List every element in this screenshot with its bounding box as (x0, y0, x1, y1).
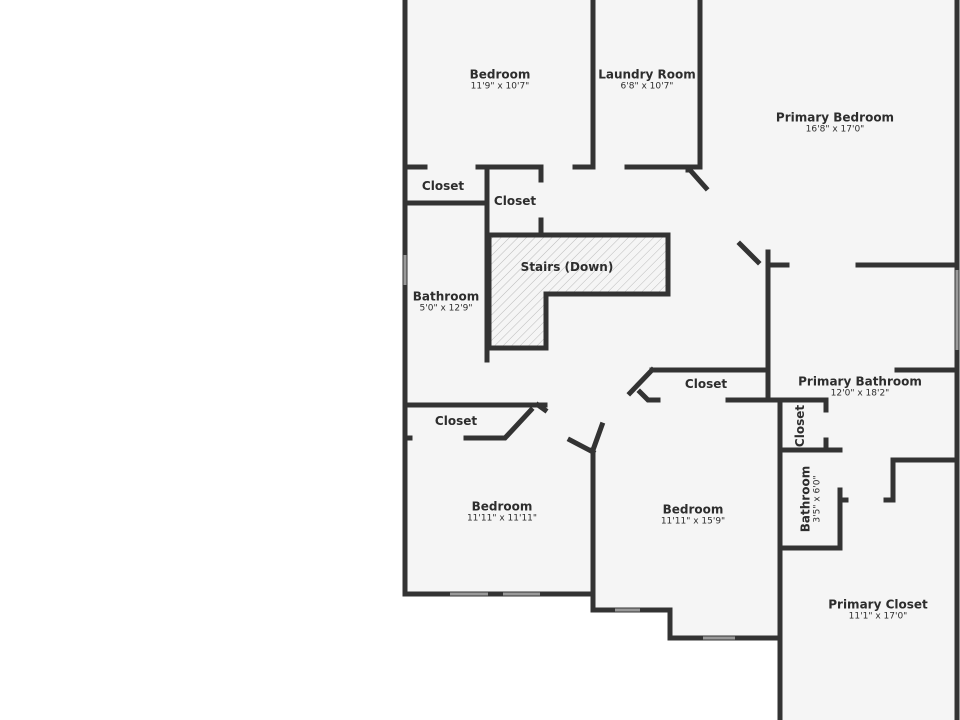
room-dims: 3'5" x 6'0" (812, 475, 823, 523)
room-dims: 5'0" x 12'9" (419, 303, 473, 314)
floor-area (405, 0, 960, 720)
room-dims: 11'11" x 11'11" (466, 513, 538, 524)
room-name: Primary Bathroom (798, 374, 922, 389)
room-name: Stairs (Down) (520, 259, 614, 274)
walls (402, 0, 960, 720)
room-name: Bedroom (662, 502, 724, 517)
room-closet-5: Closet (793, 405, 807, 447)
room-name: Primary Closet (828, 597, 928, 612)
room-name: Closet (684, 376, 728, 391)
room-name: Bedroom (471, 499, 533, 514)
room-closet-1: Closet (422, 179, 464, 193)
room-closet-2: Closet (494, 194, 536, 208)
room-dims: 11'11" x 15'9" (660, 516, 726, 527)
room-name: Bedroom (469, 67, 531, 82)
room-dims: 11'1" x 17'0" (848, 611, 908, 622)
room-name: Closet (493, 193, 537, 208)
room-name: Laundry Room (598, 67, 696, 82)
room-name: Closet (421, 178, 465, 193)
windows (403, 255, 959, 640)
room-name: Closet (434, 413, 478, 428)
room-name: Bathroom (412, 289, 480, 304)
room-closet-3: Closet (435, 414, 477, 428)
room-dims: 16'8" x 17'0" (805, 124, 865, 135)
room-name: Primary Bedroom (775, 110, 895, 125)
room-name: Closet (792, 404, 807, 448)
room-dims: 6'8" x 10'7" (620, 81, 674, 92)
room-closet-4: Closet (685, 377, 727, 391)
room-dims: 12'0" x 18'2" (830, 388, 890, 399)
room-stairs: Stairs (Down) (521, 260, 614, 274)
room-dims: 11'9" x 10'7" (470, 81, 530, 92)
room-name: Bathroom (798, 465, 813, 533)
